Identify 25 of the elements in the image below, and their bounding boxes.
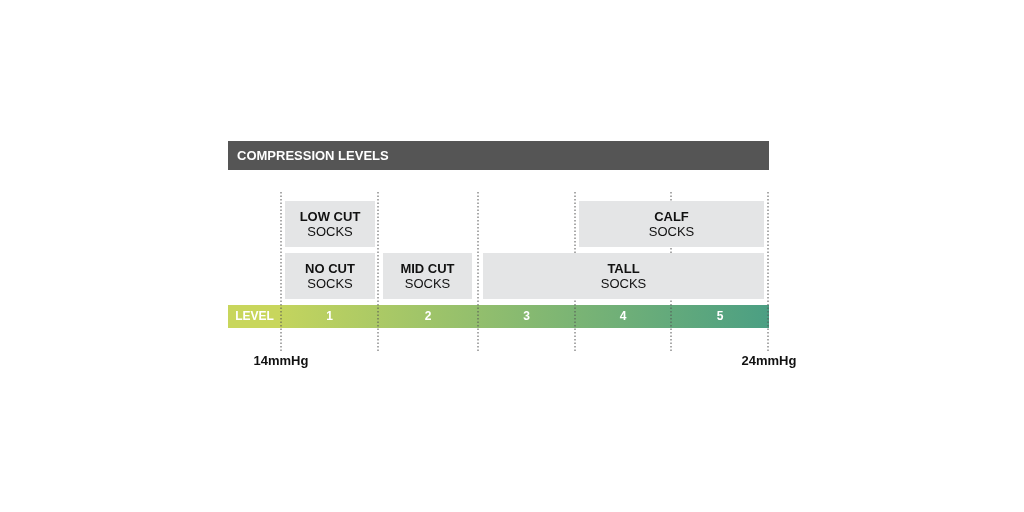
sock-type-heading: TALL <box>607 261 640 276</box>
sock-type-heading: NO CUT <box>305 261 355 276</box>
level-number: 3 <box>523 308 530 325</box>
sock-type-box <box>383 253 472 299</box>
title-banner: COMPRESSION LEVELS <box>228 141 769 170</box>
sock-type-label: SOCKS <box>404 276 451 291</box>
level-number: 4 <box>619 308 627 325</box>
level-bar <box>228 305 769 328</box>
level-number: 5 <box>716 308 724 325</box>
sock-type-box <box>579 201 764 247</box>
sock-type-label: SOCKS <box>307 276 353 291</box>
sock-type-heading: LOW CUT <box>299 209 361 224</box>
sock-type-label: SOCKS <box>307 224 353 239</box>
sock-type-label: SOCKS <box>600 276 647 291</box>
sock-type-heading: MID CUT <box>400 261 455 276</box>
sock-type-heading: CALF <box>654 209 689 224</box>
sock-type-box <box>483 253 764 299</box>
pressure-label: 24mmHg <box>741 353 797 368</box>
sock-type-label: SOCKS <box>648 224 695 239</box>
sock-type-box <box>285 201 375 247</box>
level-number: 1 <box>326 308 333 325</box>
pressure-label: 14mmHg <box>253 353 309 368</box>
level-label: LEVEL <box>235 308 274 325</box>
sock-type-box <box>285 253 375 299</box>
level-number: 2 <box>424 308 432 325</box>
